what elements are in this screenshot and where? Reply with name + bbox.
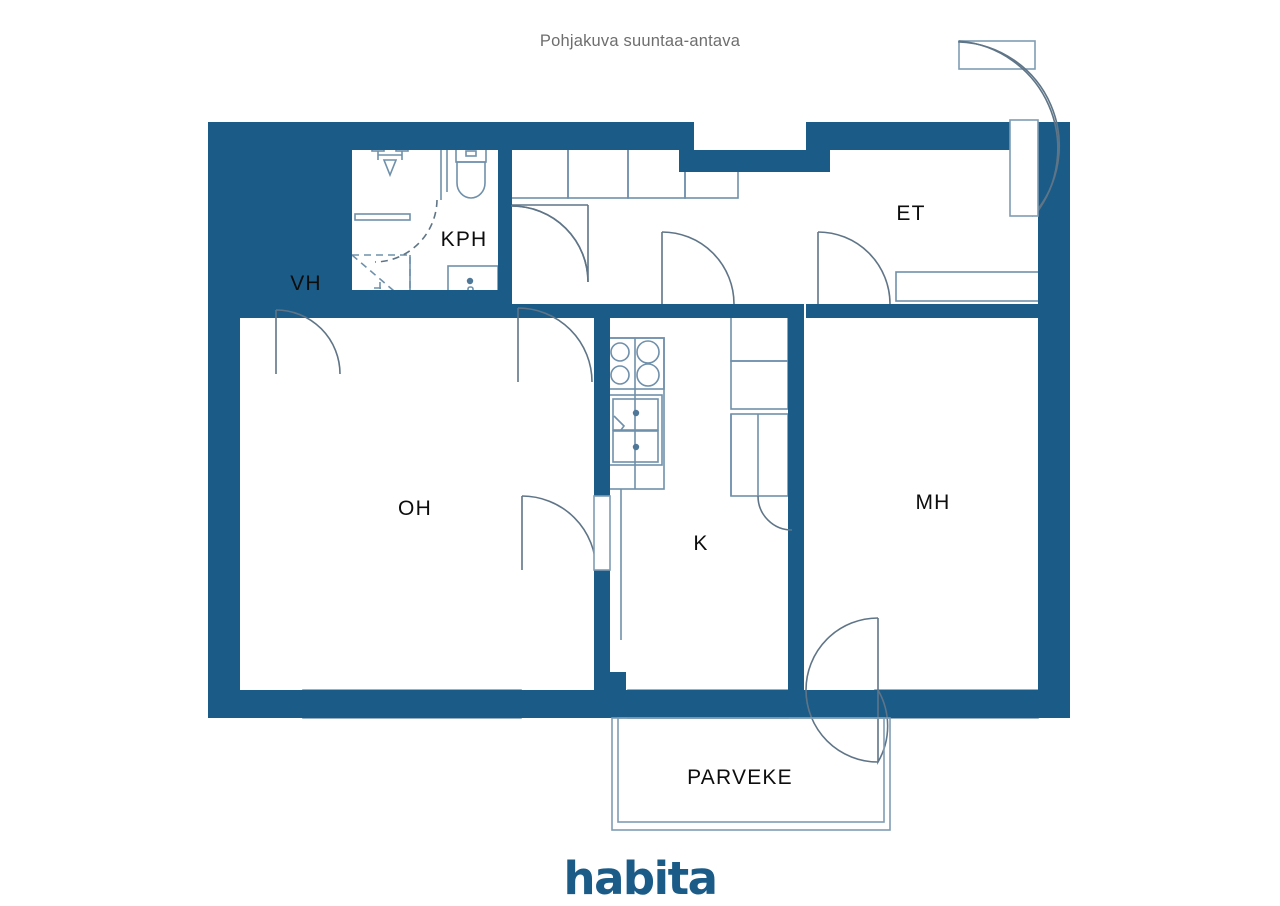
door-et-to-hall: [661, 231, 735, 305]
door-kph-inner: [374, 199, 438, 263]
wall-layer: [208, 122, 1070, 718]
door-kph: [511, 204, 589, 283]
door-hall-to-oh: [517, 307, 593, 383]
bathroom-fixtures: [351, 142, 499, 307]
door-oh-to-k: [521, 495, 611, 571]
wall-et-bottom: [806, 304, 1070, 318]
room-label-parveke: PARVEKE: [687, 766, 793, 789]
room-label-oh: OH: [398, 497, 432, 520]
wall-kph-right: [498, 150, 512, 318]
room-label-kph: KPH: [441, 228, 488, 251]
page-title: Pohjakuva suuntaa-antava: [539, 32, 741, 50]
balcony-outline: [611, 717, 891, 831]
kitchen-fixtures: [605, 337, 665, 640]
towel-rail: [354, 213, 411, 221]
toilet-bowl: [456, 161, 486, 199]
wall-exterior-right: [1038, 122, 1070, 718]
room-label-vh: VH: [290, 272, 322, 295]
door-k-cabinet: [757, 495, 793, 531]
wall-exterior-bottom: [208, 690, 1070, 718]
room-label-et: ET: [896, 202, 925, 225]
door-layer: [275, 40, 1061, 765]
balcony-door: [805, 617, 889, 765]
wall-kph-left: [338, 122, 352, 318]
door-vh: [275, 309, 341, 375]
tall-cabinets: [730, 312, 789, 497]
room-label-layer: VH KPH ET OH K MH PARVEKE: [290, 202, 950, 789]
wall-kitchen-top: [656, 304, 804, 318]
wardrobe: [895, 271, 1049, 302]
wall-top-notch: [679, 150, 830, 172]
habita-logo: habita: [0, 852, 1280, 905]
room-label-mh: MH: [915, 491, 950, 514]
door-et-to-mh: [817, 231, 891, 305]
shower-head: [382, 159, 398, 178]
fixture-layer: [235, 142, 1049, 719]
habita-wordmark: habita: [563, 852, 718, 905]
entrance-door: [958, 40, 1061, 218]
room-label-k: K: [693, 532, 708, 555]
wall-kitchen-mh: [788, 304, 804, 690]
